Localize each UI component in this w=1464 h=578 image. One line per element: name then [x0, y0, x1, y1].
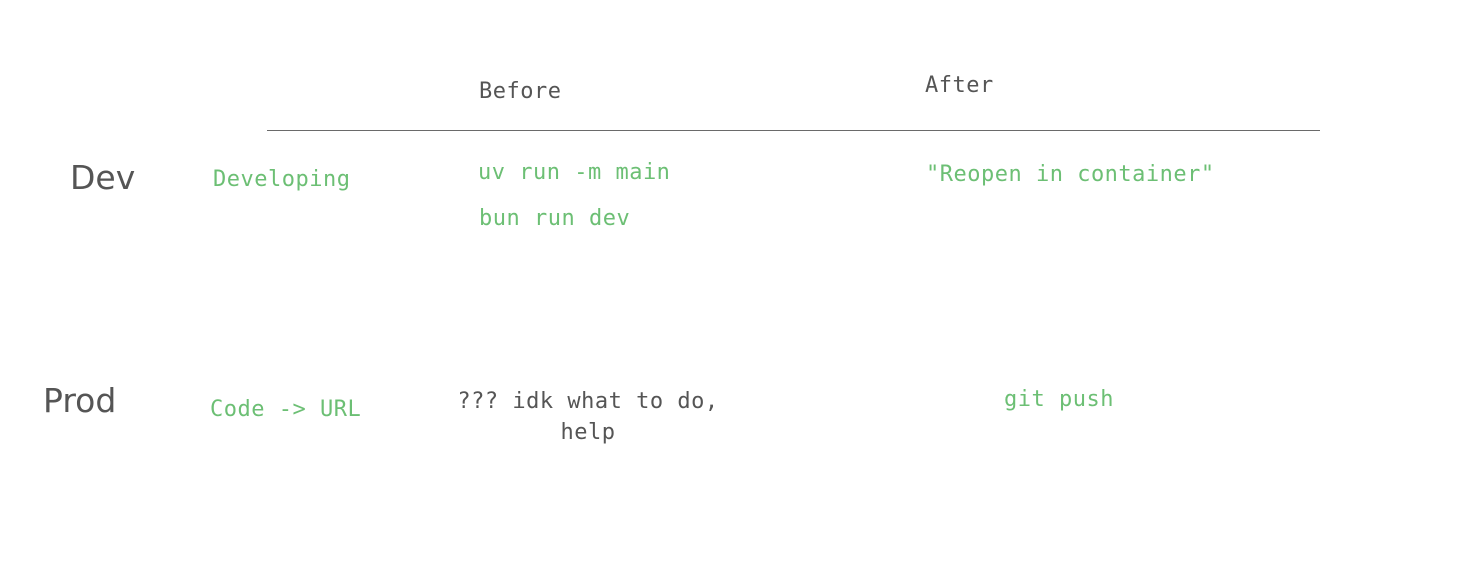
- header-divider: [267, 130, 1320, 131]
- dev-before-command-1: uv run -m main: [478, 160, 671, 185]
- prod-after-command: git push: [1004, 387, 1114, 412]
- prod-stage-label: Code -> URL: [210, 397, 362, 422]
- column-header-before: Before: [479, 79, 562, 104]
- prod-before-note-line-2: help: [560, 420, 616, 445]
- row-label-prod: Prod: [43, 381, 117, 420]
- dev-stage-label: Developing: [213, 167, 351, 192]
- prod-before-note: ??? idk what to do, help: [450, 386, 726, 448]
- row-label-dev: Dev: [70, 158, 136, 197]
- dev-before-command-2: bun run dev: [479, 206, 631, 231]
- dev-after-action: "Reopen in container": [926, 162, 1215, 187]
- column-header-after: After: [925, 73, 994, 98]
- prod-before-note-line-1: ??? idk what to do,: [457, 389, 719, 414]
